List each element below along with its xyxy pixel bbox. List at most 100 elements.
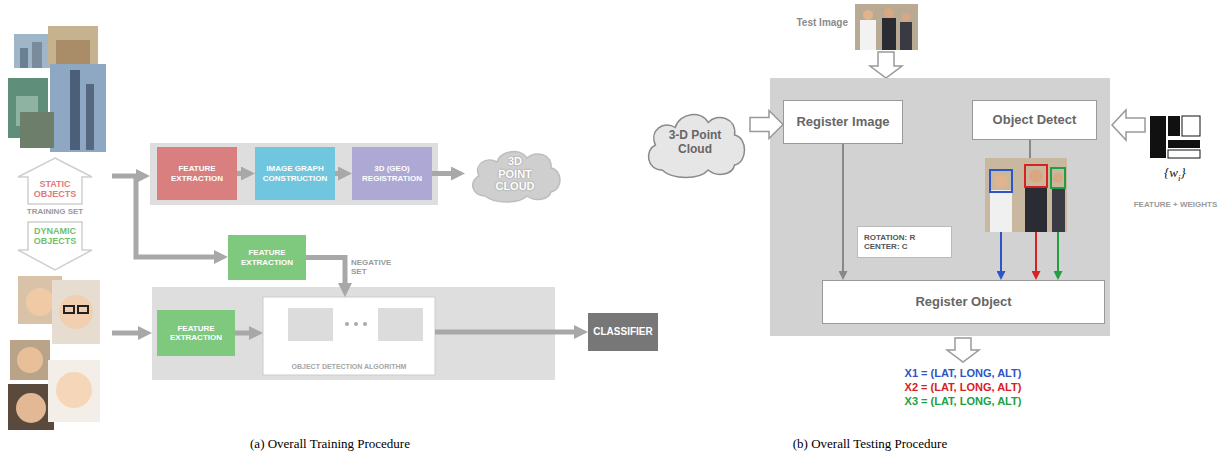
face <box>17 347 43 373</box>
stage-block <box>288 308 333 341</box>
output-coordinate: X1 = (LAT, LONG, ALT) <box>868 367 1058 380</box>
photo-detail <box>56 40 90 66</box>
symbol-group: {wi} <box>1164 163 1186 184</box>
head <box>863 10 873 20</box>
ellipsis-dot <box>363 322 367 326</box>
set-label: STATIC OBJECTS <box>30 179 80 200</box>
feature-bar <box>1150 116 1166 158</box>
cloud-outline <box>473 152 560 202</box>
face <box>26 288 54 316</box>
feature-weights-icon <box>1150 116 1200 158</box>
process-box: Register Image <box>783 100 903 144</box>
photo <box>48 26 98 66</box>
connector-arrow <box>306 258 345 290</box>
sub-caption: (a) Overall Training Procedure <box>180 437 480 452</box>
point-cloud: 3D POINT CLOUD <box>465 144 565 204</box>
node-text: CENTER: C <box>864 242 908 251</box>
photo <box>855 4 918 50</box>
glasses <box>78 306 88 313</box>
classifier-box: CLASSIFIER <box>588 313 658 351</box>
face <box>16 393 46 423</box>
test-image-photo <box>855 4 918 50</box>
photo <box>10 340 50 380</box>
process-box: 3D (GEO) REGISTRATION <box>352 147 432 200</box>
connector-arrow <box>235 331 255 336</box>
process-box: FEATURE EXTRACTION <box>157 310 235 356</box>
node-text: Object Detect <box>993 113 1077 128</box>
photo-detail <box>70 70 80 150</box>
person <box>882 18 896 50</box>
cloud-outline <box>649 114 745 177</box>
photo-detail <box>20 48 28 68</box>
edge-label: NEGATIVE SET <box>351 258 407 276</box>
set-label: TRAINING SET <box>15 207 95 216</box>
process-box: FEATURE EXTRACTION <box>157 147 237 200</box>
person <box>900 22 912 50</box>
process-box: Object Detect <box>972 100 1097 140</box>
head <box>1053 173 1063 183</box>
person <box>860 20 876 50</box>
algorithm-panel <box>263 297 435 375</box>
output-coordinate: X3 = (LAT, LONG, ALT) <box>868 395 1058 408</box>
hollow-left-arrow <box>1112 110 1145 140</box>
person <box>1025 186 1047 232</box>
weights-symbol: {w <box>1164 165 1178 180</box>
detection-arrow <box>1000 232 1002 276</box>
person <box>990 190 1012 232</box>
connector-arrow <box>435 330 580 335</box>
hollow-down-arrow <box>870 52 902 78</box>
pose-box: ROTATION: RCENTER: C <box>857 226 952 258</box>
hollow-down-arrow <box>947 338 979 362</box>
process-band <box>150 143 438 205</box>
head <box>1029 169 1043 183</box>
system-panel <box>770 78 1110 336</box>
detection-arrow <box>1035 232 1037 276</box>
photo <box>52 280 100 344</box>
weights-symbol: } <box>1180 165 1185 180</box>
node-text: ROTATION: R <box>864 233 915 242</box>
node-text: 3D (GEO) REGISTRATION <box>355 164 429 182</box>
photo-detail <box>86 84 94 150</box>
set-label: DYNAMIC OBJECTS <box>30 226 80 247</box>
node-text: Register Object <box>915 295 1011 310</box>
ellipsis-dot <box>354 322 358 326</box>
head <box>902 13 910 21</box>
photo <box>48 360 100 422</box>
feature-bar <box>1168 116 1180 136</box>
node-text: 3D POINT CLOUD <box>493 155 537 193</box>
hollow-down-arrow <box>18 222 92 270</box>
connector-arrow <box>432 171 457 176</box>
stage-block <box>378 308 423 341</box>
connector-arrow <box>335 171 344 176</box>
static-object-photos <box>8 26 106 152</box>
hollow-arrow <box>750 111 783 139</box>
output-coordinate: X2 = (LAT, LONG, ALT) <box>868 381 1058 394</box>
connector-arrow <box>842 144 844 276</box>
feature-bar <box>1182 116 1200 136</box>
ellipsis-dot <box>345 322 349 326</box>
connector-arrow <box>237 171 247 176</box>
process-box: IMAGE GRAPH CONSTRUCTION <box>255 147 335 200</box>
input-label: Test Image <box>770 17 848 29</box>
detection-arrow <box>1057 232 1059 276</box>
photo <box>8 384 54 430</box>
node-text: 3-D Point Cloud <box>660 129 730 157</box>
detection-box <box>1025 165 1047 187</box>
face <box>56 372 92 408</box>
detection-box <box>990 170 1012 192</box>
sub-caption: (b) Overall Testing Procedure <box>720 437 1020 452</box>
detection-box <box>1051 168 1065 188</box>
process-box: FEATURE EXTRACTION <box>228 235 306 280</box>
head <box>994 174 1008 188</box>
node-text: CLASSIFIER <box>593 326 652 338</box>
photo-detail <box>32 42 42 68</box>
node-text: Register Image <box>796 115 889 130</box>
node-text: FEATURE EXTRACTION <box>160 324 232 342</box>
point-cloud: 3-D Point Cloud <box>640 105 750 180</box>
photo <box>20 112 54 148</box>
face <box>59 295 93 329</box>
weights-subscript: i <box>1178 173 1181 183</box>
node-text: OBJECT DETECTION ALGORITHM <box>292 363 407 371</box>
connector-line <box>1029 140 1031 158</box>
